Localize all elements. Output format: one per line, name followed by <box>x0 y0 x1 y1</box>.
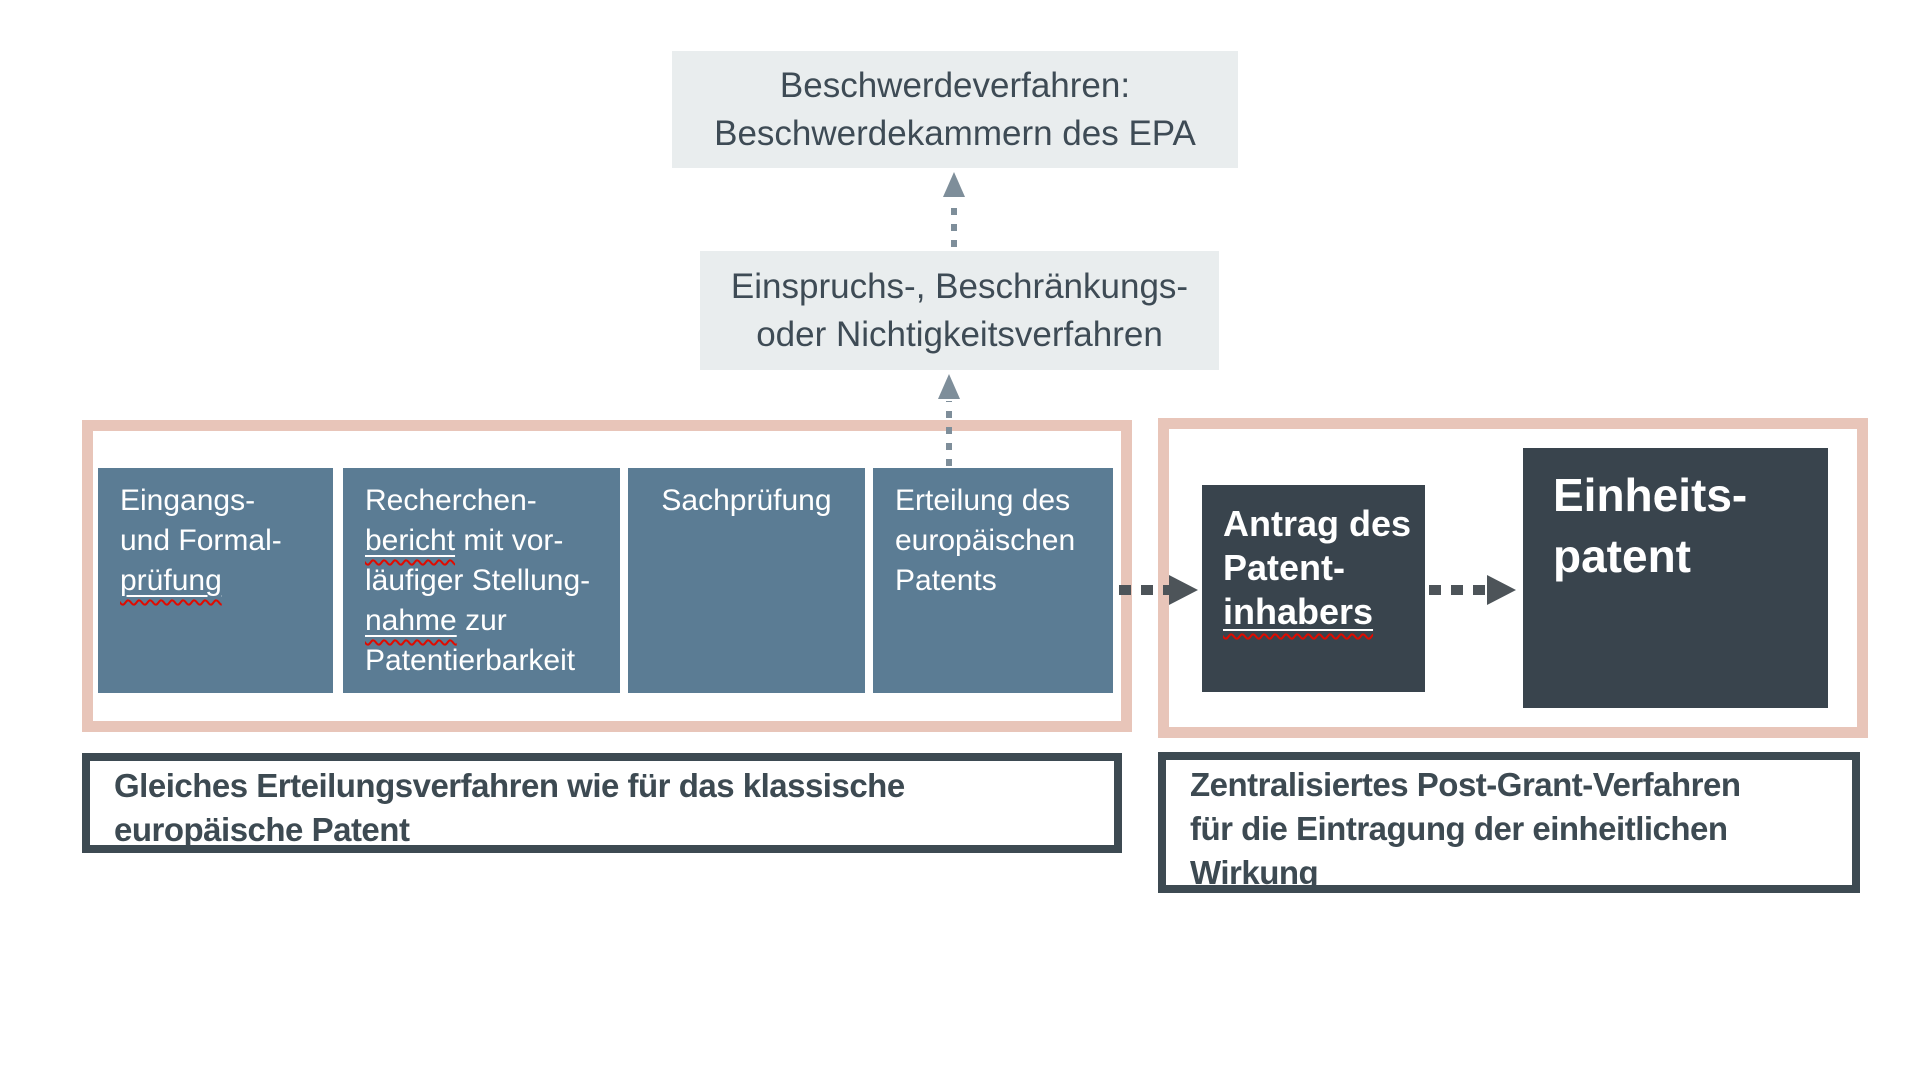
text-line: und Formal- <box>120 524 282 557</box>
stage-box-search-report: Recherchen-bericht mit vor-läufiger Stel… <box>343 468 620 693</box>
text-line: für die Eintragung der einheitlichen <box>1190 810 1728 847</box>
spellcheck-squiggle: inhabers <box>1223 591 1374 632</box>
unitary-process-caption-box: Zentralisiertes Post-Grant-Verfahren für … <box>1158 752 1860 893</box>
text-line: europäischen <box>895 524 1076 557</box>
unitary-process-frame <box>1158 418 1868 738</box>
spellcheck-squiggle: prüfung <box>120 564 222 597</box>
text-line: läufiger Stellung- <box>365 564 591 597</box>
text-line: Beschwerdekammern des EPA <box>714 113 1196 153</box>
grant-process-caption-box: Gleiches Erteilungsverfahren wie für das… <box>82 753 1122 853</box>
text-line: Patentierbarkeit <box>365 644 576 677</box>
underlined-word: bericht <box>365 524 455 557</box>
underlined-word: inhabers <box>1223 591 1373 632</box>
text-line: Sachprüfung <box>661 484 832 517</box>
appeal-procedure-box: Beschwerdeverfahren: Beschwerdekammern de… <box>672 51 1238 168</box>
up-arrow-opposition-to-appeal <box>943 172 965 247</box>
stage-box-formal-examination: Eingangs-und Formal-prüfung <box>98 468 333 693</box>
stage-box-substantive-examination: Sachprüfung <box>628 468 865 693</box>
text-line: Recherchen- <box>365 484 537 517</box>
spellcheck-squiggle: bericht <box>365 524 456 557</box>
unitary-patent-box: Einheits-patent <box>1523 448 1828 708</box>
text-line: Erteilung des <box>895 484 1071 517</box>
text-line: Antrag des <box>1223 503 1412 544</box>
text-line: oder Nichtigkeitsverfahren <box>756 314 1163 354</box>
text-line: Eingangs- <box>120 484 256 517</box>
text-line: Gleiches Erteilungsverfahren wie für das… <box>114 767 905 804</box>
text-line: Patents <box>895 564 997 597</box>
opposition-procedure-box: Einspruchs-, Beschränkungs-oder Nichtigk… <box>700 251 1219 370</box>
text-line: Einheits- <box>1553 469 1748 521</box>
spellcheck-squiggle: nahme <box>365 604 457 637</box>
text-line: inhabers <box>1223 590 1425 634</box>
text-line: bericht mit vor- <box>365 524 564 557</box>
text-line: Patent- <box>1223 547 1346 588</box>
text-line: Wirkung <box>1190 854 1319 891</box>
text-line: nahme zur <box>365 604 507 637</box>
underlined-word: nahme <box>365 604 457 637</box>
text-line: patent <box>1553 530 1691 582</box>
text-line: Beschwerdeverfahren: <box>779 65 1131 105</box>
text-line: prüfung <box>120 561 325 601</box>
text-line: europäische Patent <box>114 811 410 848</box>
underlined-word: prüfung <box>120 564 222 597</box>
text-line: Zentralisiertes Post-Grant-Verfahren <box>1190 766 1741 803</box>
text-line: Einspruchs-, Beschränkungs- <box>730 266 1189 306</box>
grant-process-frame <box>82 420 1132 732</box>
